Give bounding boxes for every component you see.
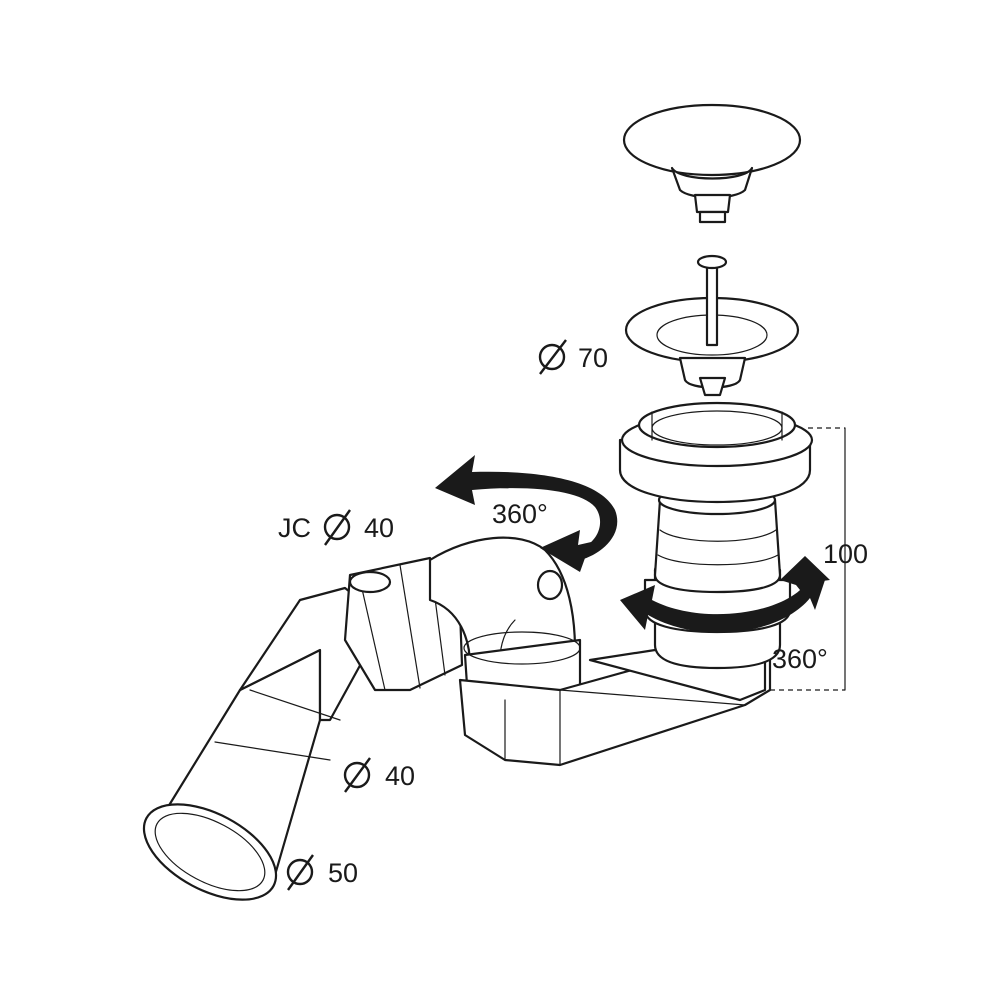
label-diameter-70: 70 (538, 339, 608, 375)
height-dimension (770, 427, 846, 691)
label-40-text: 40 (385, 761, 415, 791)
drain-body (618, 401, 814, 670)
plug-pin (696, 254, 728, 347)
label-70-text: 70 (578, 343, 608, 373)
rotation-arrow-elbow (435, 455, 618, 572)
label-diameter-40: 40 (343, 757, 415, 793)
label-jc-size-text: 40 (364, 513, 394, 543)
label-jc-40: JC 40 (278, 509, 394, 546)
label-rotation-elbow: 360° (492, 499, 548, 529)
label-50-text: 50 (328, 858, 358, 888)
label-height-100: 100 (823, 539, 868, 569)
rotation-arrow-body (620, 556, 830, 633)
plug-cap (622, 103, 802, 224)
label-jc-text: JC (278, 513, 311, 543)
label-rotation-body: 360° (772, 644, 828, 674)
label-diameter-50: 50 (286, 854, 358, 891)
